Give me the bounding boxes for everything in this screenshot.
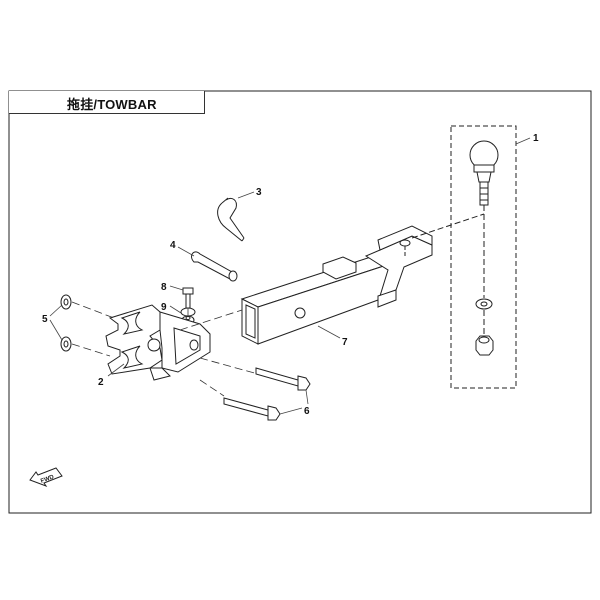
bolt-icon (223, 367, 311, 421)
leader-line-5a (49, 304, 63, 317)
hitch-ball-assembly-icon (450, 125, 517, 389)
leader-line-1 (515, 137, 531, 145)
callout-5: 5 (42, 314, 48, 325)
callout-3: 3 (256, 187, 262, 198)
leader-line-5b (49, 319, 63, 341)
leader-line-2 (107, 363, 125, 377)
small-bolt-icon (182, 287, 194, 309)
leader-line-7 (317, 325, 341, 339)
callout-2: 2 (98, 377, 104, 388)
bent-pin-icon (191, 251, 238, 282)
leader-line-6a (305, 389, 309, 405)
hitch-pin-clip-icon (217, 197, 245, 242)
mounting-bracket-icon (105, 304, 211, 381)
leader-line-9 (169, 305, 182, 314)
page-title: 拖挂/TOWBAR (67, 97, 157, 112)
tow-bar-tube-icon (240, 213, 485, 345)
leader-line-8 (169, 285, 184, 291)
callout-1: 1 (533, 133, 539, 144)
nut-icon (60, 294, 72, 352)
leader-line-6b (279, 407, 303, 415)
callout-8: 8 (161, 282, 167, 293)
callout-7: 7 (342, 337, 348, 348)
diagram-border (8, 90, 592, 514)
title-box: 拖挂/TOWBAR (9, 91, 205, 114)
callout-6: 6 (304, 406, 310, 417)
fwd-label: FWD (40, 474, 56, 485)
assembly-axis-lines (71, 301, 259, 397)
callout-4: 4 (170, 240, 176, 251)
forward-direction-arrow-icon: FWD (29, 467, 63, 488)
callout-9: 9 (161, 302, 167, 313)
leader-line-3 (237, 191, 255, 199)
leader-line-4 (177, 246, 195, 257)
